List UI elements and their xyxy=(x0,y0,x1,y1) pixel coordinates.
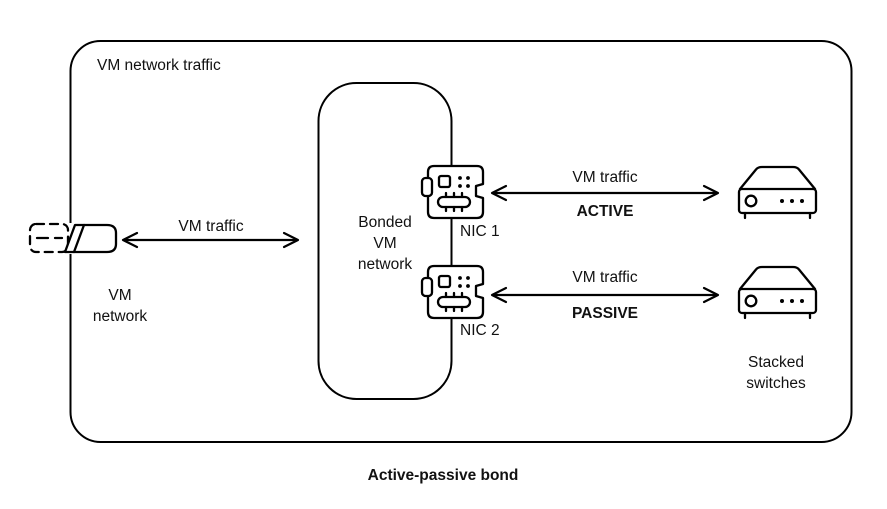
vm-network-icon-plug-band xyxy=(74,225,84,252)
bonded-network-label: Bonded VM network xyxy=(358,212,412,275)
switch1-icon xyxy=(739,167,816,218)
stacked-switches-label: Stacked switches xyxy=(746,352,805,394)
active-link-label: VM traffic xyxy=(572,169,638,186)
switch2-icon xyxy=(739,267,816,318)
nic1-icon xyxy=(422,166,483,218)
nic2-icon xyxy=(422,266,483,318)
nic2-label: NIC 2 xyxy=(460,322,500,339)
vm-network-icon-ghost xyxy=(30,224,68,252)
passive-link-arrow xyxy=(492,288,718,302)
active-link-arrow xyxy=(492,186,718,200)
bonded-network-label-line3: network xyxy=(357,256,413,273)
bonded-network-label-line2: VM xyxy=(373,235,397,252)
left-link-arrow xyxy=(123,233,298,247)
bonded-network-label-line1: Bonded xyxy=(358,214,412,231)
left-link-label: VM traffic xyxy=(178,218,244,235)
vm-network-icon-plug xyxy=(65,225,116,252)
nic1-label: NIC 1 xyxy=(460,223,500,240)
bonded-network-box xyxy=(319,83,452,399)
vm-network-icon xyxy=(30,224,116,252)
vm-network-label-line1: VM xyxy=(108,287,132,304)
stacked-switches-line2: switches xyxy=(746,375,806,392)
passive-link-state: PASSIVE xyxy=(571,305,639,322)
vm-network-label: VM network xyxy=(93,285,147,327)
outer-boundary-label: VM network traffic xyxy=(97,57,221,74)
passive-link-label: VM traffic xyxy=(572,269,638,286)
stacked-switches-line1: Stacked xyxy=(747,354,804,371)
diagram-caption: Active-passive bond xyxy=(367,467,519,484)
vm-network-label-line2: network xyxy=(92,308,148,325)
active-link-state: ACTIVE xyxy=(576,203,634,220)
